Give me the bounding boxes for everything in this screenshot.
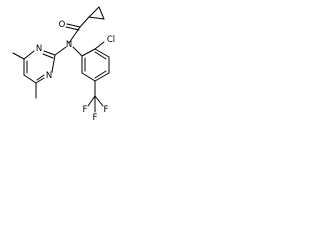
bond-cyclopropyl-3 xyxy=(88,16,105,20)
bond-pyr-c2-n1-inner xyxy=(42,53,54,59)
bond-ph-c2-c3-inner xyxy=(94,51,107,60)
bond-ph-cl xyxy=(94,41,105,50)
bond-methyl-top xyxy=(12,52,25,60)
bond-cf3-f-right xyxy=(94,95,104,107)
cyclopropyl-group xyxy=(88,6,105,20)
bond-cf3-f-left xyxy=(87,95,96,107)
bond-n-pyrimidine xyxy=(54,46,67,56)
bond-cyclopropyl-2 xyxy=(98,6,105,20)
bond-pyr-c2-n1 xyxy=(43,50,56,56)
bond-cyclopropyl-1 xyxy=(88,6,100,18)
carbonyl-group xyxy=(65,16,90,44)
trifluoromethyl-group xyxy=(87,95,104,113)
atom-label-chlorine: Cl xyxy=(107,35,115,45)
bond-ph-c2-c3 xyxy=(94,48,110,58)
bond-pyr-n3-c2 xyxy=(51,54,56,73)
bond-ph-c1-c2 xyxy=(81,48,96,57)
bond-pyr-c5-c4 xyxy=(23,74,37,84)
bond-n-phenyl xyxy=(72,46,83,57)
pyrimidine-ring xyxy=(12,50,56,99)
bond-pyr-c4-n3 xyxy=(35,77,45,84)
bond-carbonyl-o-2 xyxy=(65,26,80,31)
atom-label-oxygen: O xyxy=(59,20,66,30)
molecule-diagram: O N N N Cl F F F xyxy=(12,6,115,123)
bond-carbonyl-o-1 xyxy=(66,23,81,28)
atom-label-fluorine-left: F xyxy=(83,105,88,115)
atom-label-pyrimidine-nitrogen-1: N xyxy=(36,44,42,54)
bond-ph-c5-c6 xyxy=(81,72,96,82)
bond-ph-c4-c5 xyxy=(94,72,110,82)
atom-label-pyrimidine-nitrogen-2: N xyxy=(46,71,52,81)
structure-canvas: O N N N Cl F F F xyxy=(0,0,127,134)
bond-cyclopropyl-carbonyl xyxy=(79,16,90,28)
atom-label-fluorine-bottom: F xyxy=(93,113,98,123)
atom-label-fluorine-right: F xyxy=(104,105,109,115)
atom-label-amide-nitrogen: N xyxy=(66,40,72,50)
bond-ph-c4-c5-inner xyxy=(94,70,107,79)
bond-pyr-n1-c6 xyxy=(23,50,35,60)
bond-pyr-c4-n3-inner xyxy=(36,74,45,81)
phenyl-ring xyxy=(81,41,110,97)
bond-carbonyl-n xyxy=(68,26,81,44)
